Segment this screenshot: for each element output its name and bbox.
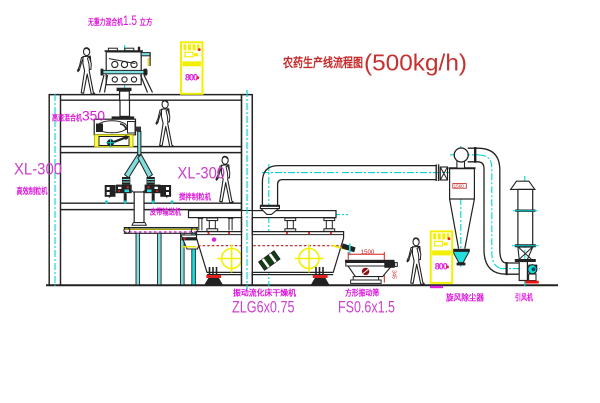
- svg-text:农药生产线流程图: 农药生产线流程图: [282, 55, 363, 70]
- svg-text:方形振动筛: 方形振动筛: [345, 288, 379, 298]
- svg-text:1500: 1500: [454, 184, 465, 189]
- svg-text:旋风除尘器: 旋风除尘器: [445, 293, 484, 303]
- svg-text:皮带输送机: 皮带输送机: [149, 207, 181, 217]
- svg-text:高效制粒机: 高效制粒机: [17, 185, 48, 196]
- svg-text:1500: 1500: [361, 249, 375, 256]
- svg-text:XL-300: XL-300: [178, 165, 226, 183]
- svg-text:(500kg/h): (500kg/h): [364, 50, 467, 76]
- svg-text:FS0.6x1.5: FS0.6x1.5: [338, 298, 395, 317]
- svg-text:搅拌制粒机: 搅拌制粒机: [179, 192, 212, 202]
- svg-text:高速混合机350: 高速混合机350: [52, 108, 105, 124]
- svg-text:345: 345: [391, 270, 397, 279]
- svg-text:振动流化床干燥机: 振动流化床干燥机: [233, 288, 297, 298]
- svg-text:ZLG6x0.75: ZLG6x0.75: [232, 298, 295, 317]
- svg-text:引风机: 引风机: [515, 293, 533, 303]
- svg-text:XL-300: XL-300: [14, 161, 62, 179]
- svg-text:无重力混合机1.5立方: 无重力混合机1.5立方: [87, 13, 153, 28]
